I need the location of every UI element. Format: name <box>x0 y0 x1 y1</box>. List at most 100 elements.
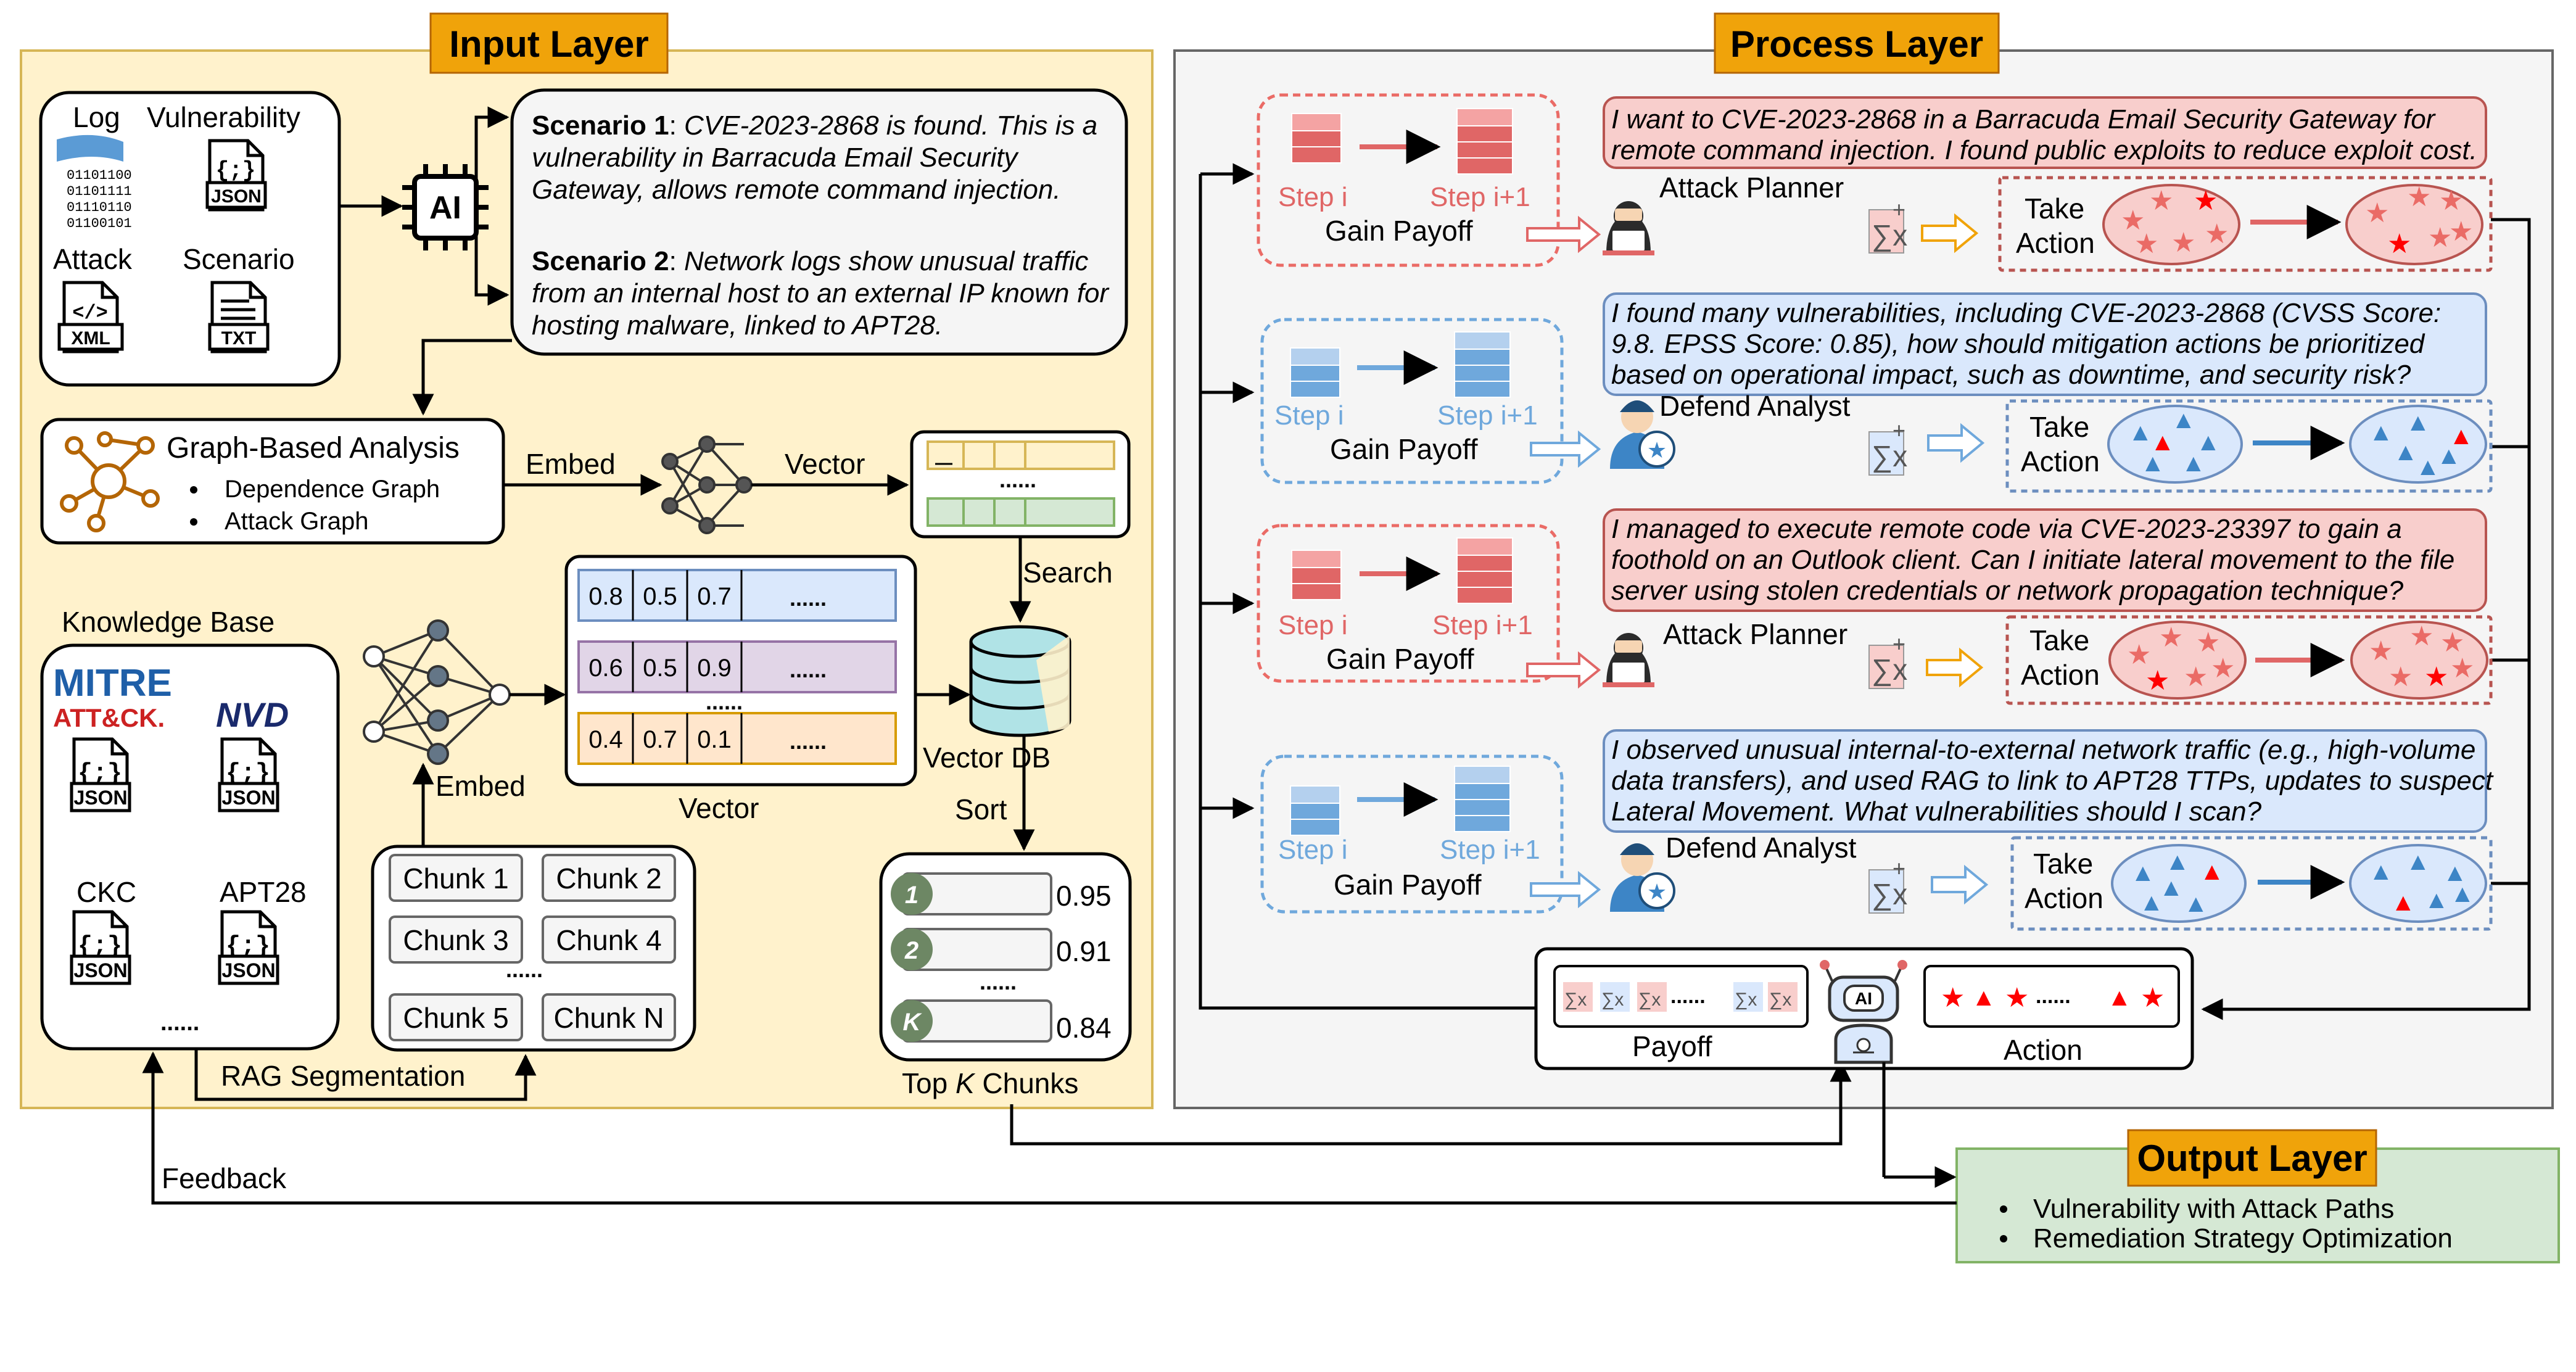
svg-text:▲: ▲ <box>2391 889 2416 916</box>
ckc-json-icon: {;} JSON <box>70 912 131 985</box>
svg-text:JSON: JSON <box>221 787 275 809</box>
svg-text:based on operational impact, s: based on operational impact, such as dow… <box>1611 360 2411 390</box>
svg-text:Chunk 1: Chunk 1 <box>403 862 508 895</box>
svg-text:K: K <box>903 1009 923 1036</box>
ckc-label: CKC <box>76 876 136 908</box>
svg-text:∑x: ∑x <box>1872 654 1907 687</box>
step-i-blue-stack-icon-4 <box>1290 785 1340 836</box>
attack-logo: ATT&CK. <box>53 703 165 732</box>
svg-text:Step i: Step i <box>1274 400 1344 431</box>
svg-text:▲: ▲ <box>2196 429 2221 456</box>
svg-text:0.4: 0.4 <box>588 726 623 753</box>
svg-text:I managed to execute remote co: I managed to execute remote code via CVE… <box>1611 514 2402 544</box>
svg-text:server using stolen credential: server using stolen credentials or netwo… <box>1611 576 2404 606</box>
neural-net-large-icon <box>363 619 511 765</box>
svg-text:★: ★ <box>2159 622 2183 653</box>
svg-text:★: ★ <box>2450 653 2474 684</box>
svg-text:0.7: 0.7 <box>643 726 677 753</box>
svg-text:JSON: JSON <box>221 959 275 981</box>
input-layer-title-box <box>429 12 669 74</box>
svg-text:★: ★ <box>2409 621 2434 651</box>
nvd-json-icon: {;} JSON <box>218 739 279 812</box>
graph-item-attack: Attack Graph <box>225 508 368 535</box>
svg-text:data transfers), and used RAG: data transfers), and used RAG to link to… <box>1611 766 2494 796</box>
knowledge-base-title: Knowledge Base <box>62 606 275 638</box>
svg-text:Gain Payoff: Gain Payoff <box>1334 869 1482 901</box>
svg-text:∑x: ∑x <box>1872 878 1907 911</box>
svg-text:01101100: 01101100 <box>67 168 132 183</box>
svg-text:▲: ▲ <box>2181 450 2206 477</box>
svg-text:★: ★ <box>2211 653 2235 684</box>
svg-text:★: ★ <box>2387 229 2411 259</box>
step-i-blue-stack-icon <box>1290 347 1340 398</box>
payoff-label: Payoff <box>1632 1030 1712 1062</box>
action-box <box>1923 965 2180 1028</box>
svg-text:▲: ▲ <box>2140 450 2165 477</box>
svg-text:★: ★ <box>2140 983 2165 1013</box>
chunk-4: Chunk 4 <box>542 915 676 964</box>
svg-text:▲: ▲ <box>2150 429 2175 456</box>
svg-text:......: ...... <box>790 657 827 682</box>
svg-text:Lateral Movement. What vulnera: Lateral Movement. What vulnerabilities s… <box>1611 796 2262 827</box>
svg-text:9.8. EPSS Score: 0.85), how sh: 9.8. EPSS Score: 0.85), how should mitig… <box>1611 329 2425 359</box>
svg-text:★: ★ <box>2449 217 2473 247</box>
neural-net-small-icon <box>661 436 753 534</box>
vulnerability-label: Vulnerability <box>147 101 300 133</box>
svg-text:Chunk 4: Chunk 4 <box>556 924 661 956</box>
apt28-json-icon: {;} JSON <box>218 912 279 985</box>
svg-text:▲: ▲ <box>2443 859 2467 886</box>
chunk-5: Chunk 5 <box>389 993 523 1041</box>
chunk-2: Chunk 2 <box>542 854 676 902</box>
vector-panel-dots: ...... <box>706 689 743 714</box>
sum-x-icon: ∑x + <box>1868 197 1907 254</box>
svg-text:XML: XML <box>71 328 110 349</box>
svg-text:Gain Payoff: Gain Payoff <box>1325 215 1473 247</box>
sum-x-blue-icon-4: ∑x + <box>1868 856 1907 914</box>
svg-text:★: ★ <box>2121 205 2145 236</box>
svg-text:▲: ▲ <box>2107 984 2132 1011</box>
graph-analysis-box <box>40 418 505 545</box>
attack-xml-icon: </> XML <box>57 283 124 352</box>
svg-text:0.9: 0.9 <box>697 655 732 682</box>
svg-text:foothold on an Outlook client.: foothold on an Outlook client. Can I ini… <box>1611 545 2454 575</box>
svg-text:★: ★ <box>2196 627 2220 658</box>
vector-db-label: Vector DB <box>923 742 1051 774</box>
graph-analysis-title: Graph-Based Analysis <box>167 432 460 465</box>
embed-label-bottom: Embed <box>436 770 526 802</box>
svg-text:★: ★ <box>2127 640 2151 670</box>
output-layer-title: Output Layer <box>2137 1138 2367 1179</box>
payoff-sequence-icon: ∑x ∑x ∑x ...... ∑x ∑x <box>1563 982 1798 1012</box>
svg-text:★: ★ <box>2171 228 2195 258</box>
output-layer-title-box <box>2127 1129 2377 1187</box>
top-k-dots: ...... <box>980 969 1017 994</box>
svg-text:★: ★ <box>1647 879 1667 904</box>
svg-text:......: ...... <box>2036 985 2071 1008</box>
svg-text:▲: ▲ <box>2159 874 2184 901</box>
svg-text:......: ...... <box>790 729 827 754</box>
chunk-3: Chunk 3 <box>389 915 523 964</box>
sum-x-blue-icon: ∑x + <box>1868 418 1907 476</box>
svg-text:Gain Payoff: Gain Payoff <box>1330 433 1478 465</box>
svg-text:∑x: ∑x <box>1601 990 1624 1010</box>
svg-text:▲: ▲ <box>2139 889 2164 916</box>
svg-text:★: ★ <box>2194 186 2218 216</box>
svg-text:∑x: ∑x <box>1638 990 1661 1010</box>
scenario-2-line-3: hosting malware, linked to APT28. <box>532 310 943 341</box>
svg-text:Chunk N: Chunk N <box>554 1002 664 1034</box>
svg-text:▲: ▲ <box>2369 419 2393 446</box>
output-item-2: Remediation Strategy Optimization <box>2033 1223 2453 1254</box>
svg-text:+: + <box>1893 418 1905 443</box>
attack-planner-icon <box>1603 201 1654 255</box>
svg-text:★: ★ <box>2428 223 2452 253</box>
log-icon: 01101100 01101111 01110110 01100101 <box>57 134 132 231</box>
svg-text:01110110: 01110110 <box>67 200 132 215</box>
svg-text:Step i: Step i <box>1278 610 1348 640</box>
svg-text:Chunk 2: Chunk 2 <box>556 862 661 895</box>
svg-text:0.5: 0.5 <box>643 655 677 682</box>
svg-text:remote command injection. I fo: remote command injection. I found public… <box>1611 135 2477 165</box>
top-k-item-2: 2 0.91 <box>891 928 1112 971</box>
ai-chip-icon: AI <box>402 164 489 250</box>
top-k-item-k: K 0.84 <box>891 999 1112 1044</box>
svg-text:Gain Payoff: Gain Payoff <box>1326 643 1474 675</box>
